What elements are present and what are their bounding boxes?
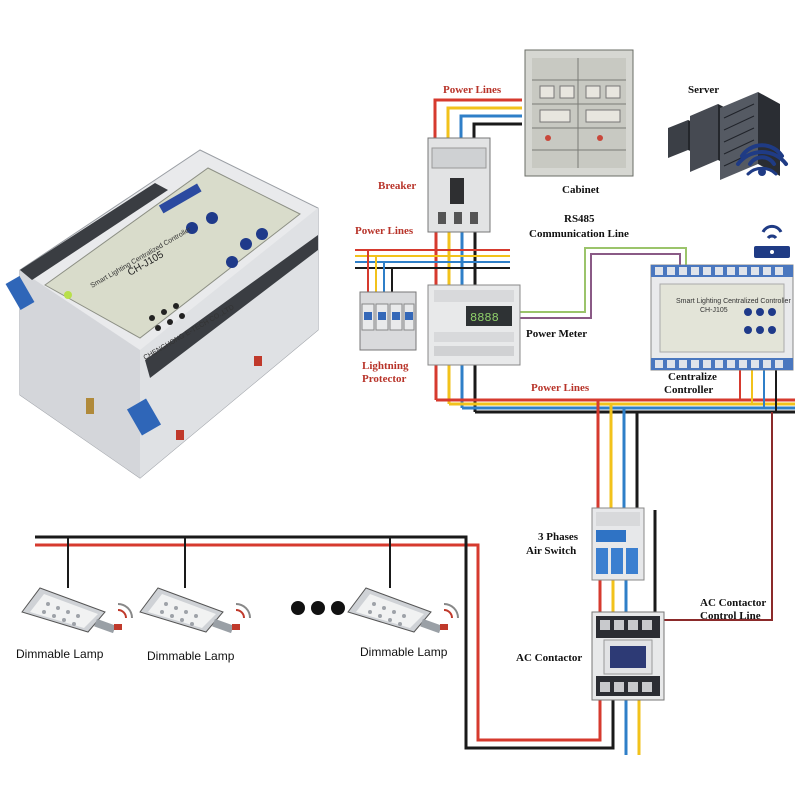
- ac-contactor-label: AC Contactor: [516, 652, 582, 664]
- small-controller-title: Smart Lighting Centralized Controller: [676, 298, 791, 305]
- lamp-1: [21, 587, 133, 634]
- lightning-label-1: Lightning: [362, 360, 409, 372]
- breaker-label: Breaker: [378, 180, 416, 192]
- cabinet-label: Cabinet: [562, 184, 600, 196]
- wifi-icon: [736, 143, 788, 176]
- lamp-3: [347, 587, 459, 634]
- cabinet-photo: [524, 49, 634, 177]
- wireless-module-icon: [754, 224, 790, 258]
- lamp-2-label: Dimmable Lamp: [147, 649, 235, 663]
- power-lines-top-label: Power Lines: [443, 84, 502, 96]
- power-lines-mid-label: Power Lines: [531, 382, 590, 394]
- ac-contactor-photo: [591, 611, 665, 701]
- controller-device-photo: CH-J105 Smart Lighting Centralized Contr…: [5, 149, 319, 479]
- lamp-1-label: Dimmable Lamp: [16, 647, 104, 661]
- small-controller-model: CH-J105: [700, 307, 728, 314]
- power-meter-display: 8888: [470, 311, 499, 325]
- lamp-3-label: Dimmable Lamp: [360, 645, 448, 659]
- air-switch-photo: [591, 507, 645, 581]
- power-meter-label: Power Meter: [526, 328, 587, 340]
- phases-label-2: Air Switch: [526, 545, 576, 557]
- ac-control-label-1: AC Contactor: [700, 597, 766, 609]
- rs485-label: RS485: [564, 213, 595, 225]
- ellipsis-dots: [291, 601, 345, 615]
- communication-line-label: Communication Line: [529, 228, 629, 240]
- power-meter-photo: 8888: [427, 284, 521, 366]
- rs485-line: [520, 247, 687, 319]
- lamp-2: [139, 587, 251, 634]
- phases-label-1: 3 Phases: [538, 531, 579, 543]
- centralize-label-2: Controller: [664, 384, 713, 396]
- centralize-controller-photo: Smart Lighting Centralized Controller CH…: [650, 264, 794, 371]
- server-icon: [668, 92, 780, 180]
- lightning-protector-photo: [359, 291, 417, 351]
- lightning-label-2: Protector: [362, 373, 406, 385]
- centralize-label-1: Centralize: [668, 371, 717, 383]
- ac-control-label-2: Control Line: [700, 610, 761, 622]
- server-label: Server: [688, 84, 719, 96]
- power-lines-left-label: Power Lines: [355, 225, 414, 237]
- wiring: [35, 98, 795, 755]
- breaker-photo: [427, 137, 491, 233]
